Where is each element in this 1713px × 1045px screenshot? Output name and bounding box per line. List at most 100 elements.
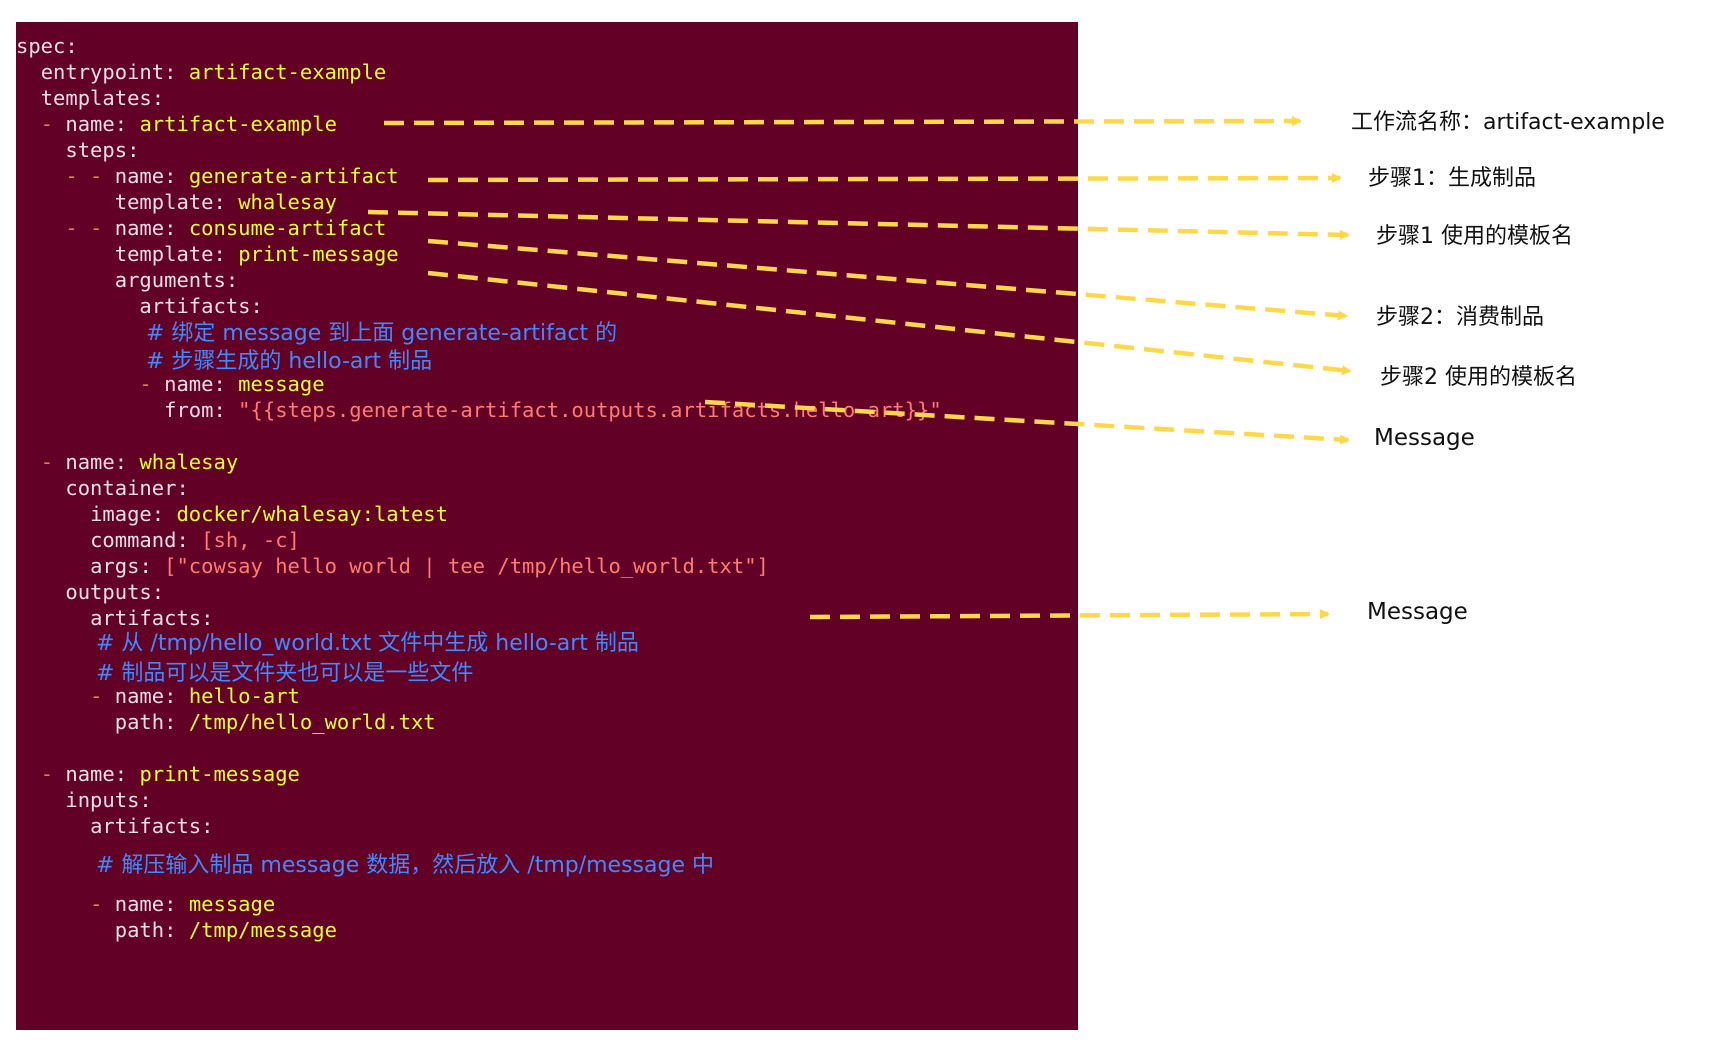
arrow-message1 — [704, 399, 1350, 445]
code-line-arguments: arguments: — [16, 266, 238, 294]
yaml-key: image — [90, 502, 152, 526]
yaml-colon: : — [164, 710, 177, 734]
yaml-colon: : — [213, 372, 226, 396]
yaml-colon: : — [176, 528, 189, 552]
yaml-key: artifacts: — [90, 814, 214, 838]
yaml-key: templates: — [40, 86, 165, 110]
yaml-key: artifacts: — [90, 606, 214, 630]
yaml-key: template — [114, 190, 214, 214]
code-comment: # 解压输入制品 message 数据，然后放入 /tmp/message 中 — [96, 853, 714, 878]
arrow-workflow-name — [383, 116, 1302, 127]
yaml-dash: - — [40, 762, 54, 786]
yaml-key: name — [65, 762, 115, 786]
yaml-colon: : — [164, 918, 177, 942]
yaml-key: path — [114, 918, 165, 942]
yaml-key: inputs: — [65, 788, 152, 812]
yaml-key: arguments: — [114, 268, 239, 292]
yaml-key: spec: — [16, 34, 78, 58]
yaml-key: container: — [65, 476, 189, 500]
annotation-message-2: Message — [1367, 599, 1468, 625]
yaml-dash: - - — [65, 216, 103, 240]
yaml-colon: : — [114, 112, 128, 136]
code-line-template2-name: - name: whalesay — [16, 448, 239, 476]
yaml-value: message — [188, 892, 276, 916]
code-line-step2-name: - - name: consume-artifact — [16, 214, 386, 242]
yaml-value: /tmp/message — [188, 918, 337, 942]
yaml-key: name — [164, 372, 214, 396]
code-line-step1-name: - - name: generate-artifact — [16, 162, 399, 190]
code-line-in-artifacts: artifacts: — [16, 812, 213, 840]
yaml-colon: : — [164, 684, 177, 708]
code-line-container: container: — [16, 474, 189, 502]
yaml-string: [sh, -c] — [201, 528, 300, 552]
yaml-key: from — [164, 398, 214, 422]
code-line-artifacts: artifacts: — [16, 292, 263, 320]
yaml-colon: : — [151, 502, 165, 526]
arrow-step1-template — [367, 209, 1350, 240]
yaml-value: artifact-example — [139, 112, 337, 136]
code-line-step1-template: template: whalesay — [16, 188, 337, 216]
yaml-key: template — [114, 242, 214, 266]
yaml-key: name — [114, 892, 165, 916]
yaml-dash: - - — [65, 164, 103, 188]
yaml-value: print-message — [238, 242, 399, 266]
yaml-key: artifacts: — [139, 294, 263, 318]
code-line-in-path: path: /tmp/message — [16, 916, 337, 944]
yaml-colon: : — [213, 242, 226, 266]
yaml-colon: : — [213, 398, 226, 422]
code-line-artifact-from: from: "{{steps.generate-artifact.outputs… — [16, 396, 942, 424]
yaml-value: hello-art — [188, 684, 300, 708]
yaml-colon: : — [164, 164, 177, 188]
yaml-string: "{{steps.generate-artifact.outputs.artif… — [238, 398, 942, 422]
code-comment: # 步骤生成的 hello-art 制品 — [146, 349, 433, 374]
code-line-spec: spec: — [16, 32, 78, 60]
yaml-value: message — [238, 372, 325, 396]
yaml-dash: - — [139, 372, 152, 396]
arrow-message2 — [809, 609, 1330, 620]
code-comment: # 从 /tmp/hello_world.txt 文件中生成 hello-art… — [96, 631, 639, 656]
code-line-out-path: path: /tmp/hello_world.txt — [16, 708, 436, 736]
code-panel: spec: entrypoint: artifact-example templ… — [16, 22, 1078, 1030]
annotation-step1-template: 步骤1 使用的模板名 — [1376, 224, 1573, 249]
code-line-command: command: [sh, -c] — [16, 526, 300, 554]
arrow-step2 — [427, 238, 1348, 321]
yaml-key: steps: — [65, 138, 140, 162]
code-comment: # 制品可以是文件夹也可以是一些文件 — [96, 661, 474, 686]
code-line-templates: templates: — [16, 84, 164, 112]
yaml-value: generate-artifact — [188, 164, 399, 188]
yaml-key: path — [114, 710, 165, 734]
code-line-steps: steps: — [16, 136, 139, 164]
annotation-step1: 步骤1：生成制品 — [1368, 166, 1536, 191]
code-comment: # 绑定 message 到上面 generate-artifact 的 — [146, 321, 618, 346]
code-line-in-name: - name: message — [16, 890, 275, 918]
annotation-workflow-name: 工作流名称：artifact-example — [1351, 110, 1665, 135]
code-line-inputs: inputs: — [16, 786, 152, 814]
yaml-colon: : — [213, 190, 226, 214]
code-line-outputs: outputs: — [16, 578, 164, 606]
yaml-value: print-message — [139, 762, 300, 786]
arrow-step1 — [427, 173, 1342, 184]
yaml-key: entrypoint — [40, 60, 165, 84]
yaml-dash: - — [40, 112, 54, 136]
code-line-artifact-name: - name: message — [16, 370, 325, 398]
yaml-key: name — [114, 164, 165, 188]
yaml-key: name — [65, 450, 115, 474]
yaml-dash: - — [90, 892, 103, 916]
yaml-colon: : — [164, 216, 177, 240]
code-line-out-name: - name: hello-art — [16, 682, 300, 710]
yaml-colon: : — [139, 554, 152, 578]
yaml-key: name — [114, 684, 165, 708]
yaml-key: args — [90, 554, 140, 578]
yaml-value: /tmp/hello_world.txt — [188, 710, 436, 734]
yaml-colon: : — [164, 892, 177, 916]
code-line-template1-name: - name: artifact-example — [16, 110, 337, 138]
yaml-value: whalesay — [238, 190, 337, 214]
yaml-key: name — [65, 112, 115, 136]
arrow-step2-template — [427, 270, 1352, 376]
yaml-key: outputs: — [65, 580, 165, 604]
annotation-message-1: Message — [1374, 425, 1475, 451]
yaml-value: consume-artifact — [188, 216, 387, 240]
code-line-args: args: ["cowsay hello world | tee /tmp/he… — [16, 552, 769, 580]
yaml-string: ["cowsay hello world | tee /tmp/hello_wo… — [164, 554, 769, 578]
